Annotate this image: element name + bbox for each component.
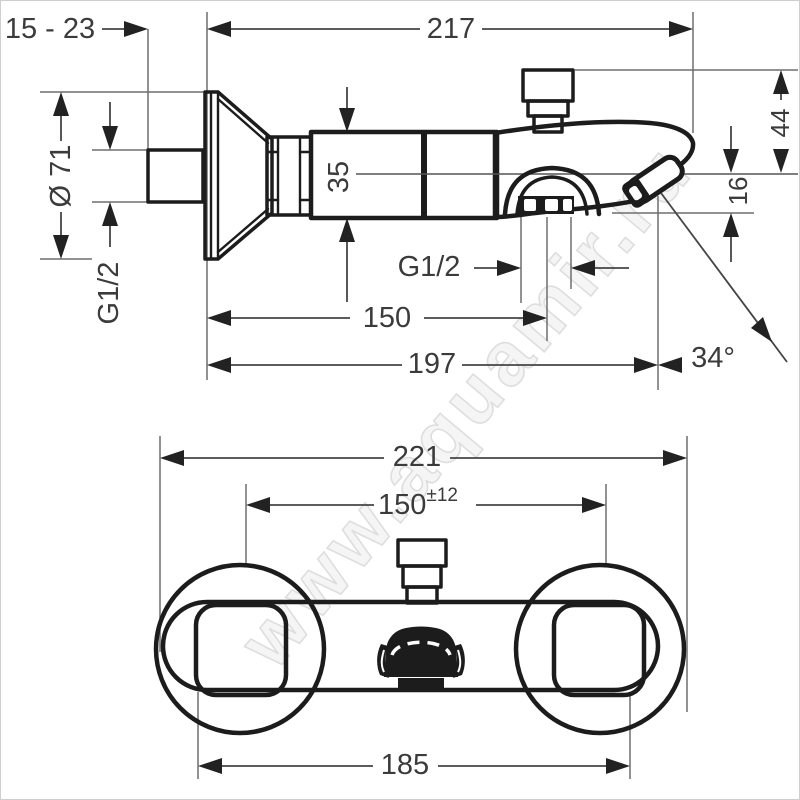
dim-shower-outlet-thread-label: G1/2	[398, 251, 461, 283]
plan-diverter-knob	[396, 538, 448, 605]
dim-wall-thread-label: G1/2	[93, 262, 125, 325]
dim-overall-width: 221	[160, 441, 687, 473]
dim-diverter-height-label: 44	[765, 109, 795, 138]
dim-body-diameter-label: 35	[323, 161, 355, 193]
mixer-handle	[377, 626, 465, 691]
right-flange-plate	[551, 602, 647, 698]
dim-spout-drop: 16	[723, 126, 753, 262]
diverter-knob	[521, 68, 575, 134]
dim-spout-drop-label: 16	[723, 177, 753, 206]
dim-body-diameter: 35	[323, 87, 355, 302]
shower-outlet	[502, 165, 602, 217]
dim-body-width-label: 185	[381, 749, 429, 781]
dim-body-width: 185	[198, 749, 630, 781]
aerator	[622, 154, 685, 208]
connection-tolerance-value: ±12	[426, 485, 458, 506]
dim-shower-outlet-thread: G1/2	[398, 251, 629, 283]
wall-fitting	[146, 148, 205, 204]
dim-shower-outlet-distance: 150	[207, 302, 547, 334]
left-escutcheon	[153, 562, 327, 736]
side-view-faucet	[146, 68, 798, 363]
escutcheon-cone	[203, 90, 274, 261]
plan-view-extension-lines	[159, 436, 688, 779]
dim-overall-length: 217	[207, 13, 693, 45]
plan-view: 221 150±12 185	[153, 436, 688, 781]
dim-escutcheon-diameter-label: Ø 71	[45, 145, 77, 208]
dim-spout-angle: 34°	[658, 317, 772, 374]
spout	[492, 119, 696, 220]
dim-wall-distance: 15 - 23	[5, 13, 148, 45]
dim-spout-angle-label: 34°	[691, 342, 735, 374]
dim-connection-centers: 150±12	[246, 485, 606, 522]
plan-view-faucet	[153, 538, 687, 736]
dim-shower-outlet-distance-label: 150	[363, 302, 411, 334]
side-view: 15 - 23 217 Ø 71 G1/2	[5, 12, 798, 390]
dim-wall-distance-label: 15 - 23	[5, 13, 95, 45]
side-view-extension-lines	[40, 12, 798, 390]
dim-spout-reach: 197	[207, 348, 658, 380]
dim-connection-centers-label: 150±12	[378, 485, 458, 522]
dim-escutcheon-diameter: Ø 71	[45, 92, 77, 259]
right-escutcheon	[513, 562, 687, 736]
dim-overall-length-label: 217	[427, 13, 475, 45]
dim-wall-thread: G1/2	[93, 102, 125, 324]
left-flange-plate	[193, 602, 289, 698]
dim-spout-reach-label: 197	[408, 348, 456, 380]
dim-overall-width-label: 221	[393, 441, 441, 473]
dim-diverter-height: 44	[765, 70, 795, 173]
connection-centers-value: 150	[378, 489, 426, 521]
